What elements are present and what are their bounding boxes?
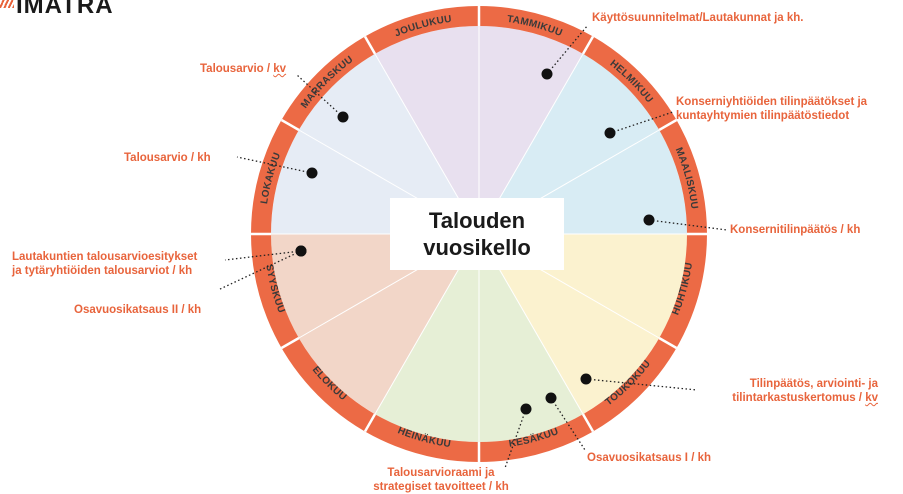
event-marker-dot [295,245,307,257]
label-talousarvio-kv-underlined: kv [273,63,287,75]
ring-separator [581,35,595,55]
leader-line [585,378,698,391]
logo-text: IMATRA [16,0,114,14]
label-osavuosikatsaus-2: Osavuosikatsaus II / kh [74,304,202,316]
label-tilinpaatos-line1: Tilinpäätös, arviointi- ja [749,378,878,390]
sector-tammikuu [479,26,583,234]
label-talousarvio-kv-text: Talousarvio / [200,63,274,75]
leader-line [648,219,728,231]
event-marker-dot [604,127,616,139]
leader-line [217,250,302,291]
ring-separator [363,413,377,433]
sector-marraskuu [298,53,479,235]
leader-line [224,250,302,261]
label-lautakuntien-line1: Lautakuntien talousarvioesitykset [12,251,198,263]
ring-separator [581,413,595,433]
label-lautakuntien: Lautakuntien talousarvioesitykset ja tyt… [12,250,197,278]
logo: IMATRA [0,0,140,14]
sector-elokuu [298,234,479,415]
center-title: Talouden vuosikello [390,198,564,270]
label-talousarvioraami: Talousarvioraami ja strategiset tavoitte… [356,466,526,494]
label-kayttosuunnitelmat: Käyttösuunnitelmat/Lautakunnat ja kh. [592,12,804,24]
center-title-line1: Talouden [428,208,526,233]
leader-line [504,408,527,469]
event-marker-dot [545,392,557,404]
leader-line [546,24,589,75]
label-talousarvioraami-line1: Talousarvioraami ja [387,467,495,479]
logo-mark [0,0,14,8]
event-marker-dot [643,214,655,226]
label-lautakuntien-line2: ja tytäryhtiöiden talousarviot / kh [12,265,193,277]
label-konserniyhtiot-line1: Konserniyhtiöiden tilinpäätökset ja [676,96,868,108]
label-tilinpaatos: Tilinpäätös, arviointi- ja tilintarkastu… [701,377,878,405]
label-konsernitilinpaatos: Konsernitilinpäätös / kh [730,224,861,236]
sector-helmikuu [479,53,660,235]
leader-line [609,111,674,134]
leader-lines [217,24,728,469]
event-marker-dot [520,403,532,415]
label-tilinpaatos-line2: tilintarkastuskertomus / kv [701,391,878,405]
event-markers [295,68,655,415]
label-tilinpaatos-kv: kv [865,392,878,404]
event-marker-dot [337,111,349,123]
label-osavuosikatsaus-1: Osavuosikatsaus I / kh [587,452,712,464]
ring-separators [251,6,707,462]
event-marker-dot [541,68,553,80]
label-konserniyhtiot: Konserniyhtiöiden tilinpäätökset ja kunt… [676,95,867,123]
center-title-line2: vuosikello [423,235,531,260]
leader-line [236,156,313,174]
label-talousarvioraami-line2: strategiset tavoitteet / kh [373,481,509,493]
ring-separator [363,35,377,55]
label-tilinpaatos-line2-text: tilintarkastuskertomus / [732,392,866,404]
label-talousarvio-kv: Talousarvio / kv [200,62,286,76]
sector-kesäkuu [479,234,583,442]
ring-separator [658,336,678,350]
ring-separator [280,336,300,350]
event-marker-dot [306,167,318,179]
label-konserniyhtiot-line2: kuntayhtymien tilinpäätöstiedot [676,110,850,122]
sector-joulukuu [375,26,479,234]
ring-separator [658,118,678,132]
ring-separator [280,118,300,132]
label-talousarvio-kh: Talousarvio / kh [124,152,211,164]
sector-heinäkuu [375,234,479,442]
sector-toukokuu [479,234,660,415]
event-marker-dot [580,373,592,385]
